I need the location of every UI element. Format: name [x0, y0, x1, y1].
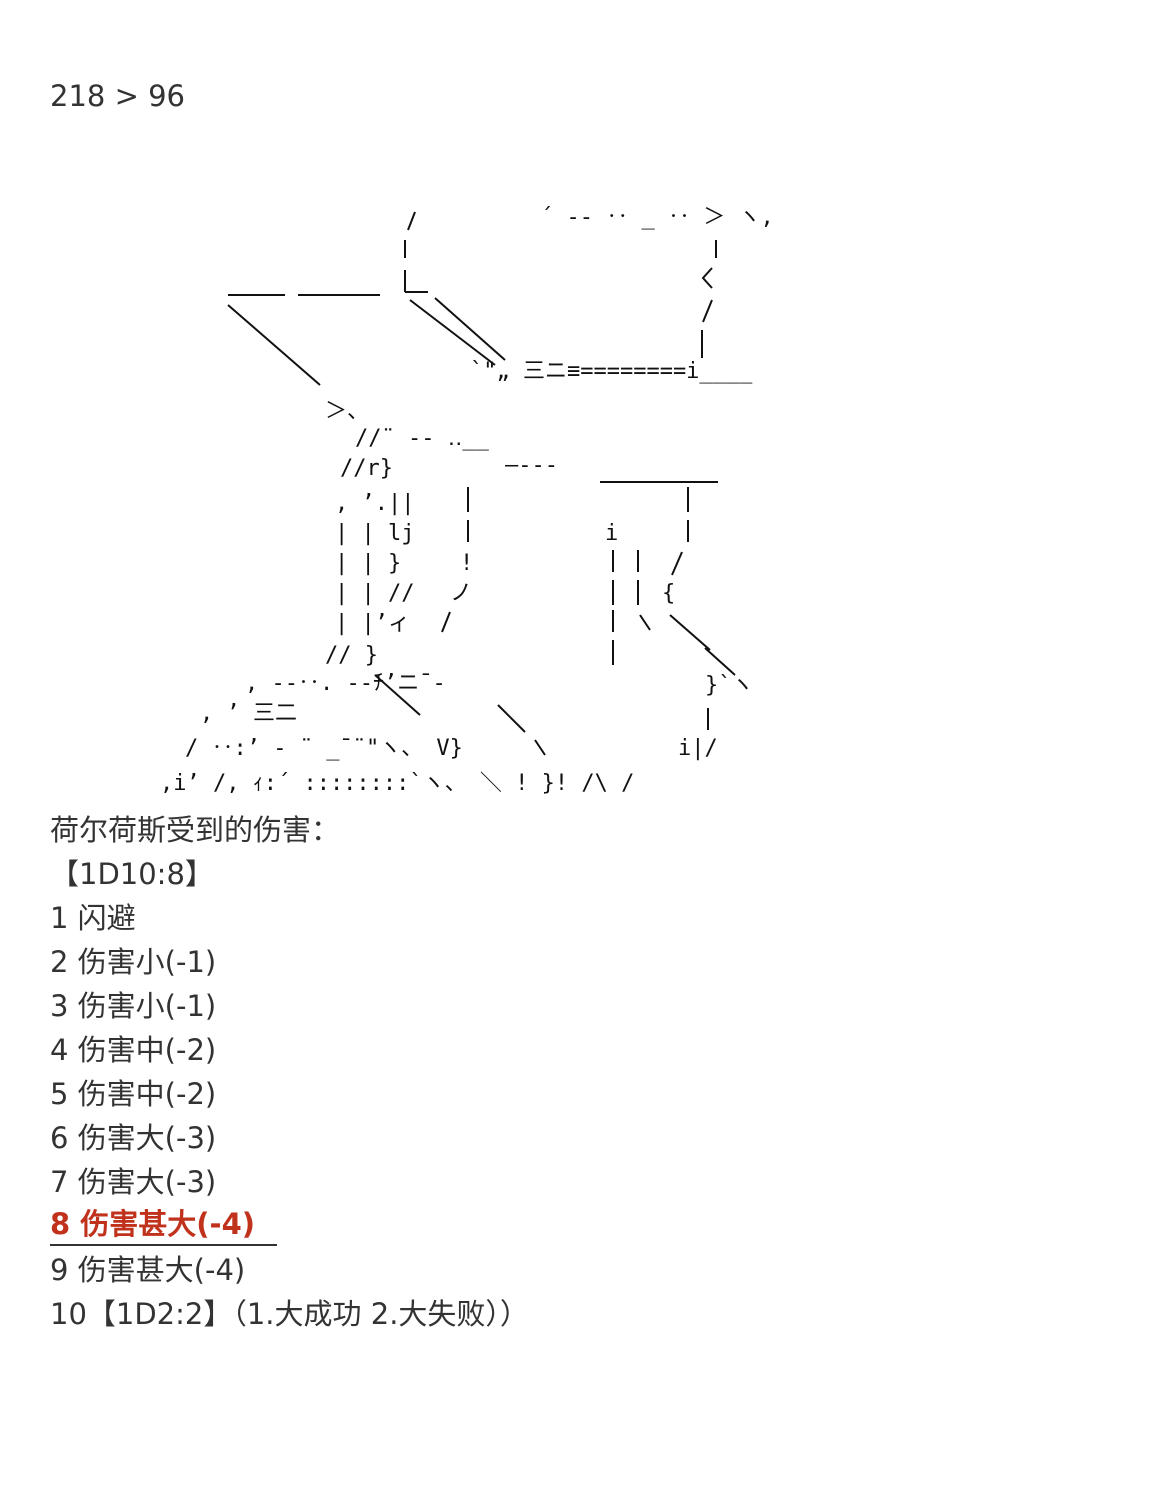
- svg-text:| |’ィ: | |’ィ: [335, 611, 410, 636]
- damage-title: 荷尔荷斯受到的伤害：: [50, 813, 341, 847]
- svg-text:| | }: | | }: [335, 551, 401, 576]
- svg-text:—‐‐‐: —‐‐‐: [505, 453, 558, 478]
- svg-text:/ ‥:’ - ¨ _¯¨"ヽ、 V}: / ‥:’ - ¨ _¯¨"ヽ、 V}: [185, 736, 463, 761]
- option-line: 1 闪避: [50, 901, 136, 935]
- svg-text://¨ -- ‥__: //¨ -- ‥__: [355, 426, 490, 451]
- svg-text:, ’ 三二: , ’ 三二: [200, 701, 297, 726]
- svg-text:| | lj: | | lj: [335, 521, 414, 546]
- svg-text:, ‐-‥. --ﾁ’ニ¯-: , ‐-‥. --ﾁ’ニ¯-: [245, 671, 446, 696]
- option-line: 4 伤害中(-2): [50, 1033, 217, 1067]
- svg-text:| | //: | | //: [335, 581, 414, 606]
- svg-text:,i’ /, ｨ:´ ::::::::`ヽ、 ＼ !: ,i’ /, ｨ:´ ::::::::`ヽ、 ＼ ! }! /\ /: [160, 771, 634, 796]
- svg-text:＞、: ＞、: [325, 399, 369, 424]
- svg-text:i|/: i|/: [678, 736, 718, 761]
- ascii-art-illustration: ´ -- ‥ _ ‥ ＞ ヽ, `"„ 三ニ≡========i____ ＞、 …: [150, 200, 790, 800]
- svg-text:`"„ 三ニ≡========i____: `"„ 三ニ≡========i____: [470, 359, 753, 384]
- header-comparison: 218 > 96: [50, 79, 185, 113]
- option-line: 5 伤害中(-2): [50, 1077, 217, 1111]
- svg-text:i: i: [605, 521, 618, 546]
- svg-text:// }: // }: [325, 643, 378, 668]
- svg-text:, ’.||: , ’.||: [335, 491, 414, 516]
- option-line: 7 伤害大(-3): [50, 1165, 217, 1199]
- option-line: 6 伤害大(-3): [50, 1121, 217, 1155]
- svg-text:!: !: [460, 551, 473, 576]
- ascii-art-drawing: ´ -- ‥ _ ‥ ＞ ヽ, `"„ 三ニ≡========i____ ＞、 …: [160, 205, 774, 796]
- svg-text:ノ: ノ: [450, 581, 472, 606]
- selected-option-line: 8 伤害甚大(-4): [50, 1204, 277, 1246]
- option-line: 3 伤害小(-1): [50, 989, 217, 1023]
- option-line: 9 伤害甚大(-4): [50, 1253, 246, 1287]
- option-line: 10【1D2:2】（1.大成功 2.大失败））: [50, 1297, 529, 1331]
- svg-text:}`ヽ: }`ヽ: [705, 673, 754, 698]
- svg-text:{: {: [662, 581, 675, 606]
- dice-roll-result: 【1D10:8】: [50, 857, 214, 891]
- svg-text:´ -- ‥ _ ‥ ＞ ヽ,: ´ -- ‥ _ ‥ ＞ ヽ,: [540, 205, 774, 230]
- svg-text://r}: //r}: [340, 456, 393, 481]
- option-line: 2 伤害小(-1): [50, 945, 217, 979]
- damage-text-block: 荷尔荷斯受到的伤害： 【1D10:8】 1 闪避 2 伤害小(-1) 3 伤害小…: [50, 808, 1130, 1336]
